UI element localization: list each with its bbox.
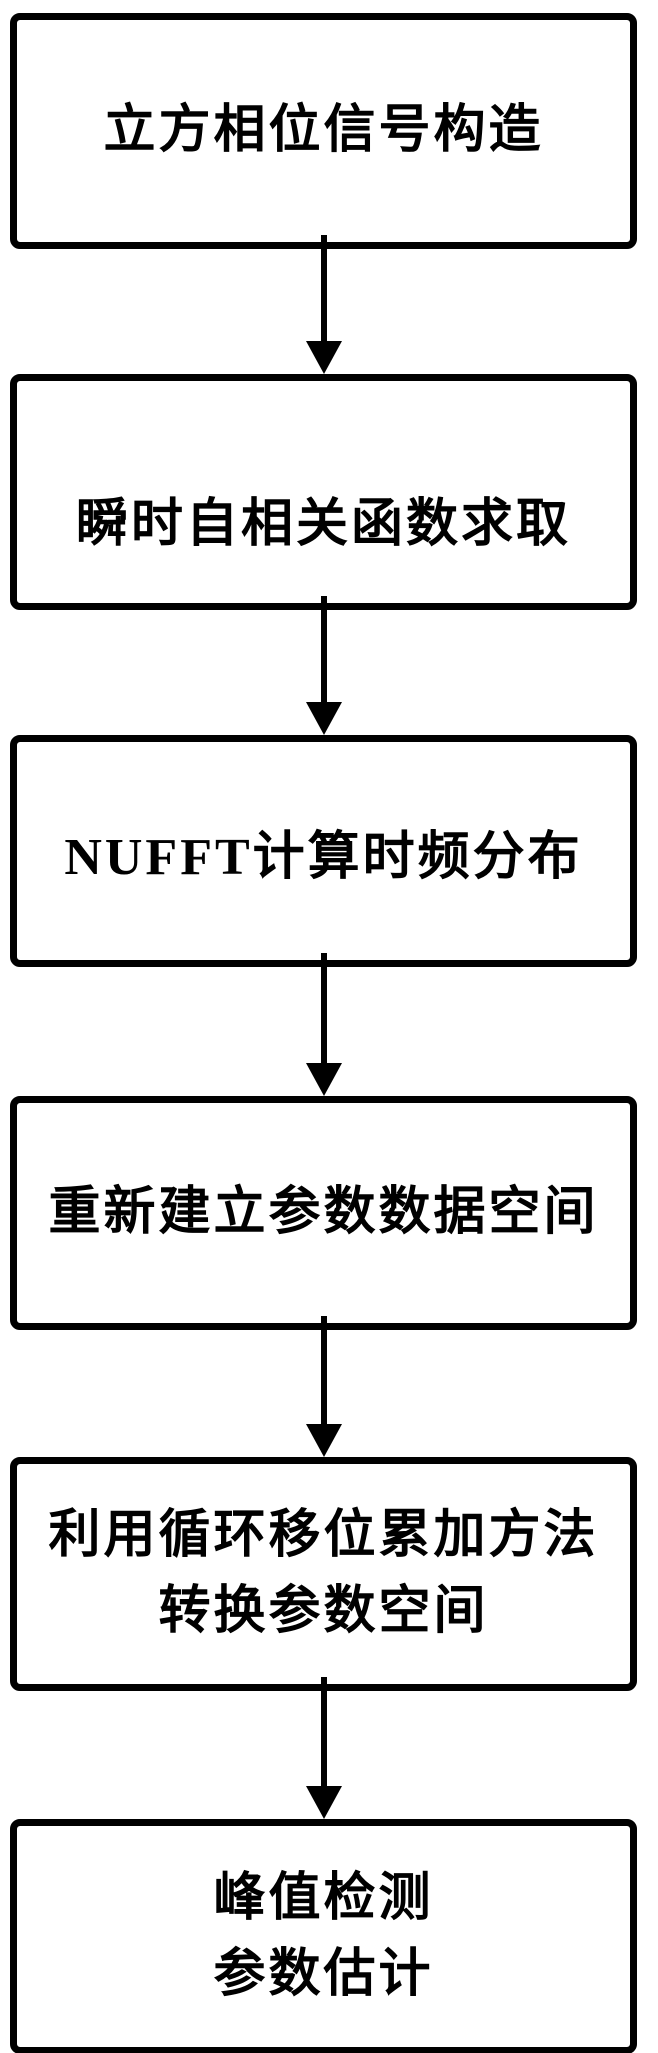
arrow-stem xyxy=(321,953,327,1063)
arrow-stem xyxy=(321,596,327,702)
step-nufft-time-frequency-distribution: NUFFT计算时频分布 xyxy=(10,735,637,967)
down-arrow-icon xyxy=(306,1677,342,1819)
step-rebuild-parameter-data-space: 重新建立参数数据空间 xyxy=(10,1096,637,1330)
arrow-stem xyxy=(321,235,327,341)
step-label-line-1: 利用循环移位累加方法 xyxy=(48,1507,599,1564)
step-label: NUFFT计算时频分布 xyxy=(64,829,583,886)
arrow-stem xyxy=(321,1316,327,1424)
arrow-stem xyxy=(321,1677,327,1786)
down-arrow-icon xyxy=(306,953,342,1096)
arrow-head xyxy=(306,702,342,735)
down-arrow-icon xyxy=(306,235,342,374)
arrow-head xyxy=(306,1424,342,1457)
step-label: 立方相位信号构造 xyxy=(103,102,544,159)
arrow-head xyxy=(306,341,342,374)
step-label-line-2: 参数估计 xyxy=(213,1945,434,2003)
step-label: 重新建立参数数据空间 xyxy=(48,1184,599,1241)
arrow-head xyxy=(306,1786,342,1819)
step-label: 瞬时自相关函数求取 xyxy=(75,496,571,553)
step-peak-detection-parameter-estimation: 峰值检测 参数估计 xyxy=(10,1819,637,2053)
down-arrow-icon xyxy=(306,596,342,735)
step-instantaneous-autocorrelation: 瞬时自相关函数求取 xyxy=(10,374,637,610)
step-cubic-phase-signal-construction: 立方相位信号构造 xyxy=(10,13,637,249)
step-cyclic-shift-accumulation-transform: 利用循环移位累加方法 转换参数空间 xyxy=(10,1457,637,1691)
step-label-line-1: 峰值检测 xyxy=(213,1869,434,1927)
arrow-head xyxy=(306,1063,342,1096)
down-arrow-icon xyxy=(306,1316,342,1457)
step-label-line-2: 转换参数空间 xyxy=(158,1583,489,1640)
